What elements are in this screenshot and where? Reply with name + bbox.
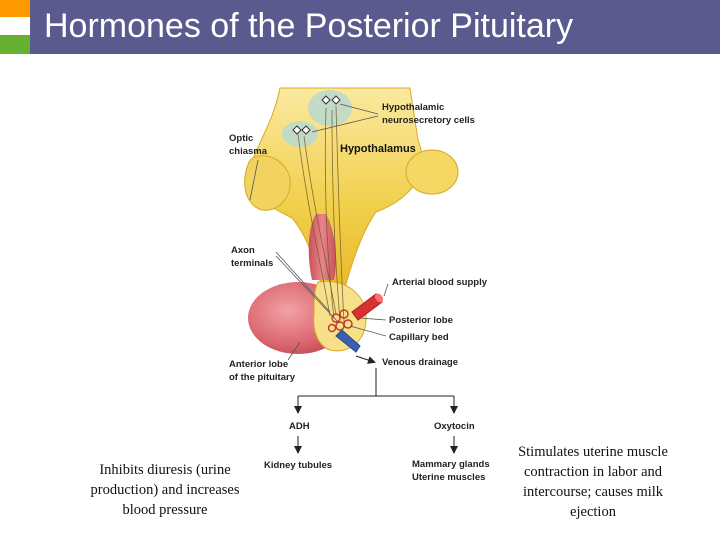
accent-square-green xyxy=(0,35,30,54)
venous-arrow xyxy=(355,355,376,364)
accent-square-orange xyxy=(0,0,30,17)
leader-lines xyxy=(249,103,389,361)
hormone-branch-lines xyxy=(294,368,458,454)
label-neurosecretory-line2: neurosecretory cells xyxy=(382,115,475,126)
neurosecretory-cell-icons xyxy=(292,95,341,135)
label-capillary-bed: Capillary bed xyxy=(389,332,449,343)
label-adh: ADH xyxy=(289,421,310,432)
label-uterine: Uterine muscles xyxy=(412,472,485,483)
label-posterior-lobe: Posterior lobe xyxy=(389,315,453,326)
label-mammary: Mammary glands xyxy=(412,459,490,470)
label-axon-line2: terminals xyxy=(231,258,273,269)
label-arterial: Arterial blood supply xyxy=(392,277,488,288)
label-neurosecretory-line1: Hypothalamic xyxy=(382,102,444,113)
arterial-vessel xyxy=(351,293,384,321)
label-anterior-line2: of the pituitary xyxy=(229,372,296,383)
label-axon-line1: Axon xyxy=(231,245,255,256)
label-optic-line1: Optic xyxy=(229,133,253,144)
label-oxytocin: Oxytocin xyxy=(434,421,475,432)
label-venous: Venous drainage xyxy=(382,357,458,368)
oxytocin-effect-note: Stimulates uterine muscle contraction in… xyxy=(518,444,668,520)
label-anterior-line1: Anterior lobe xyxy=(229,359,288,370)
capillary-bed-shape xyxy=(327,309,353,333)
adh-effect-note: Inhibits diuresis (urine production) and… xyxy=(90,462,240,518)
venous-vessel xyxy=(335,329,361,353)
title-bar: Hormones of the Posterior Pituitary xyxy=(0,0,720,54)
accent-square-white xyxy=(0,17,30,35)
label-optic-line2: chiasma xyxy=(229,146,268,157)
label-kidney: Kidney tubules xyxy=(264,460,332,471)
label-hypothalamus: Hypothalamus xyxy=(340,143,416,155)
page-title: Hormones of the Posterior Pituitary xyxy=(44,7,574,45)
axon-fibers xyxy=(297,105,345,323)
